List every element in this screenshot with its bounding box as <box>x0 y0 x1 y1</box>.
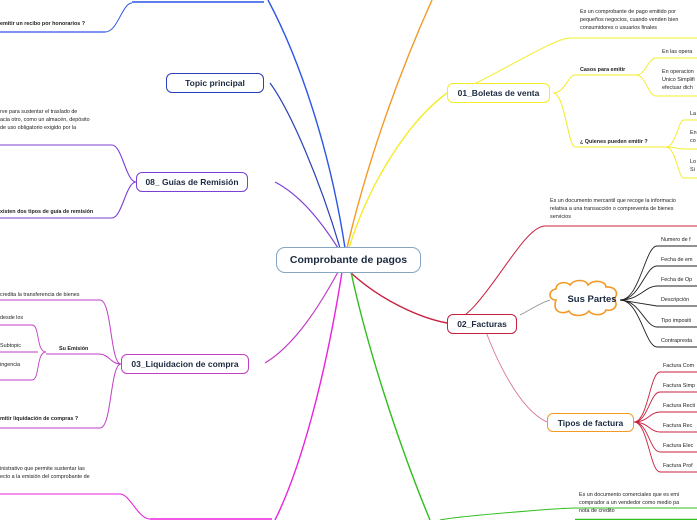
boletas-desc-line-2: pequeños negocios, cuando venden bien <box>580 17 679 23</box>
facturas-desc-line-2: relativa a una transacción o compreventa… <box>550 206 674 212</box>
tipo-factura-4: Factura Rec <box>663 423 693 429</box>
boletas-caso-2: En operacion <box>662 69 694 75</box>
branch-line-bottom-magenta <box>274 271 343 520</box>
boletas-desc-line-3: consumidores o usuarios finales <box>580 25 658 31</box>
root-node[interactable]: Comprobante de pagos <box>276 247 421 273</box>
guias-node[interactable]: 08_ Guías de Remisión <box>136 172 248 192</box>
sus-partes-cloud-shape <box>549 279 618 317</box>
parte-5: Tipo impositi <box>661 318 692 324</box>
boletas-caso-3: Unico Simplifi <box>662 77 695 83</box>
facturas-desc-line-3: servicios <box>550 214 571 220</box>
boletas-quienes-5: Si <box>690 167 695 173</box>
boletas-desc-line-1: Es un comprobante de pago emitido por <box>580 9 676 15</box>
topic-principal-node[interactable]: Topic principal <box>166 73 264 93</box>
branch-line-liquidacion <box>264 271 339 364</box>
tipo-factura-3: Factura Recti <box>663 403 696 409</box>
recibo-question[interactable]: emitir un recibo por honorarios ? <box>0 21 86 27</box>
parte-3: Fecha de Op <box>661 277 693 283</box>
boletas-quienes-label[interactable]: ¿ Quienes pueden emitir ? <box>580 139 648 145</box>
tipo-factura-1: Factura Com <box>663 363 695 369</box>
boletas-node[interactable]: 01_Boletas de venta <box>447 83 550 103</box>
liquidacion-item-1: credita la transferencia de bienes <box>0 292 80 298</box>
parte-6: Contrapresta <box>661 338 693 344</box>
branch-line-top-orange <box>346 0 433 249</box>
branch-line-topic <box>269 82 341 249</box>
boletas-quienes-4: Lo <box>690 159 696 165</box>
notas-desc-line-1: Es un documento comerciales que es emi <box>579 492 680 498</box>
otro-desc-line-2: ecto a la emisión del comprobante de <box>0 474 90 480</box>
otro-desc-line-1: inistrativo que permite sustentar las <box>0 466 85 472</box>
branch-line-guias <box>274 181 339 249</box>
tipo-factura-5: Factura Elec <box>663 443 694 449</box>
parte-4: Descripción <box>661 297 690 303</box>
facturas-node[interactable]: 02_Facturas <box>447 314 517 334</box>
guias-desc-line-1: rve para sustentar el traslado de <box>0 109 78 115</box>
tipos-factura-node[interactable]: Tipos de factura <box>547 413 634 432</box>
facturas-desc-line-1: Es un documento mercantil que recoge la … <box>550 198 676 204</box>
branch-line-facturas <box>349 271 448 324</box>
notas-desc-line-3: nota de credito <box>579 508 615 514</box>
liquidacion-item-2: desde los <box>0 315 24 321</box>
boletas-casos-label[interactable]: Casos para emitir <box>580 67 626 73</box>
sus-partes-node[interactable]: Sus Partes <box>567 293 617 305</box>
guias-desc-line-2: acia otro, como un almacén, depósito <box>0 117 90 123</box>
boletas-quienes-3: co <box>690 138 696 144</box>
guias-tipos[interactable]: xisten dos tipos de guía de remisión <box>0 209 94 215</box>
parte-1: Numero de f <box>661 237 691 243</box>
tipo-factura-6: Factura Prof <box>663 463 693 469</box>
branch-line-top-blue <box>267 0 346 249</box>
liquidacion-item-4: ingencia <box>0 362 21 368</box>
liquidacion-node[interactable]: 03_Liquidacion de compra <box>121 354 249 374</box>
liquidacion-question[interactable]: mitir liquidación de compras ? <box>0 416 79 422</box>
parte-2: Fecha de em <box>661 257 693 263</box>
notas-desc-line-2: comprador a un vendedor como medio pa <box>579 500 680 506</box>
guias-desc-line-3: de uso obligatorio exigido por la <box>0 125 77 131</box>
boletas-caso-4: efectuar dich <box>662 85 693 91</box>
branch-line-boletas <box>348 92 448 249</box>
liquidacion-item-3: Subtopic <box>0 343 21 349</box>
boletas-quienes-2: En <box>690 130 697 136</box>
boletas-quienes-1: La <box>690 111 696 117</box>
branch-line-notas <box>350 271 431 520</box>
boletas-caso-1: En las opera <box>662 49 693 55</box>
tipo-factura-2: Factura Simp <box>663 383 696 389</box>
liquidacion-emision[interactable]: Su Emisión <box>59 346 89 352</box>
